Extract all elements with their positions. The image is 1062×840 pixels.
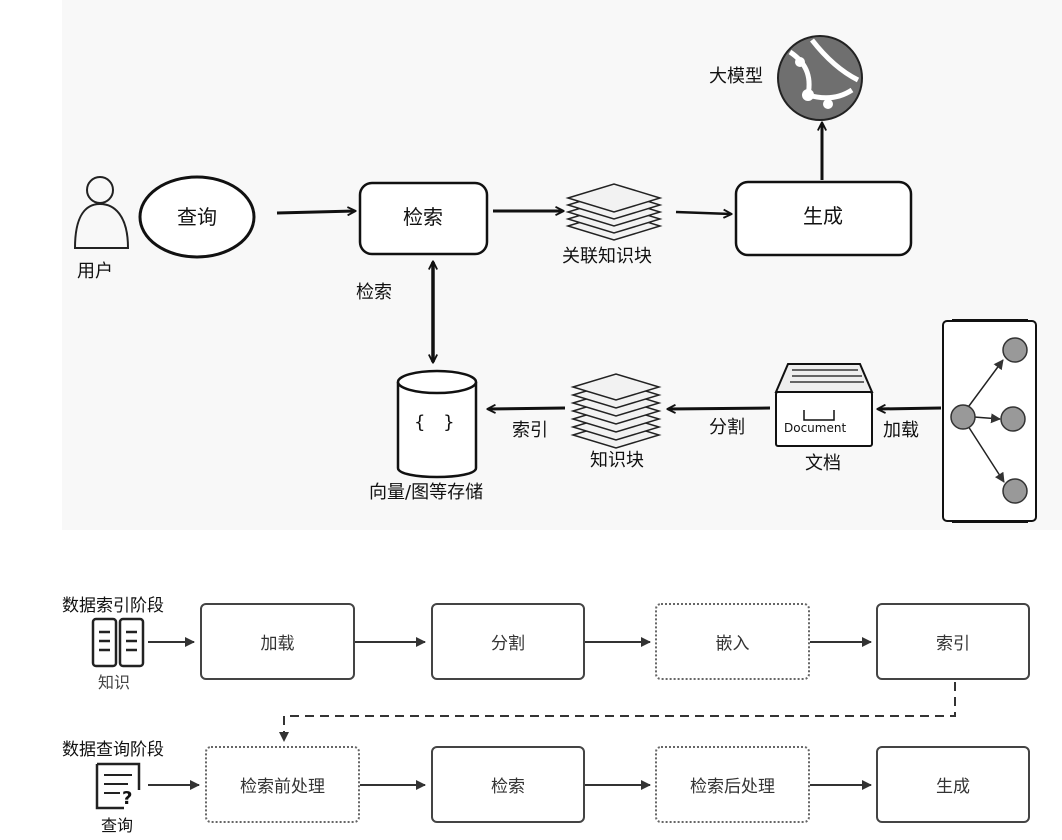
query-icon-label: 查询 bbox=[101, 816, 134, 835]
step-retrieve-label: 检索 bbox=[491, 777, 525, 797]
generate-node-label: 生成 bbox=[803, 204, 843, 228]
step-split-label: 分割 bbox=[491, 634, 525, 654]
data-source-graph-icon bbox=[942, 319, 1037, 523]
step-embed-label: 嵌入 bbox=[715, 634, 750, 654]
document-drawer-icon bbox=[774, 363, 874, 447]
document-label: 文档 bbox=[805, 453, 841, 474]
arrow-source-to-document bbox=[878, 408, 942, 409]
query-phase-title: 数据查询阶段 bbox=[62, 740, 164, 760]
llm-label: 大模型 bbox=[709, 66, 763, 87]
step-split: 分割 bbox=[431, 603, 585, 680]
step-post-retrieval: 检索后处理 bbox=[655, 746, 810, 823]
retrieve-node-label: 检索 bbox=[403, 205, 443, 229]
query-node-label: 查询 bbox=[177, 205, 217, 229]
related-chunks-stack-icon bbox=[565, 183, 663, 241]
split-edge-label: 分割 bbox=[709, 417, 745, 438]
step-generate-label: 生成 bbox=[936, 777, 970, 797]
question-mark-icon: ? bbox=[122, 788, 133, 809]
arrow-chunks-to-store bbox=[488, 408, 566, 409]
step-generate: 生成 bbox=[876, 746, 1030, 823]
step-embed: 嵌入 bbox=[655, 603, 810, 680]
step-pre-retrieval: 检索前处理 bbox=[205, 746, 360, 823]
step-post-retrieval-label: 检索后处理 bbox=[690, 777, 775, 797]
step-index: 索引 bbox=[876, 603, 1030, 680]
chunks-stack-icon bbox=[570, 373, 662, 449]
retrieve-node bbox=[358, 181, 489, 256]
step-pre-retrieval-label: 检索前处理 bbox=[240, 777, 325, 797]
step-load: 加载 bbox=[200, 603, 355, 680]
knowledge-icon-label: 知识 bbox=[98, 673, 131, 692]
query-document-icon bbox=[95, 762, 141, 810]
chunks-label: 知识块 bbox=[590, 450, 644, 471]
step-index-label: 索引 bbox=[936, 634, 970, 654]
llm-globe-icon bbox=[777, 35, 863, 121]
indexing-phase-title: 数据索引阶段 bbox=[62, 596, 164, 616]
knowledge-book-icon bbox=[91, 617, 145, 668]
step-retrieve: 检索 bbox=[431, 746, 585, 823]
query-node bbox=[138, 175, 256, 259]
vector-store-cylinder-icon bbox=[396, 369, 478, 479]
related-chunks-label: 关联知识块 bbox=[562, 246, 652, 267]
step-load-label: 加载 bbox=[260, 634, 295, 654]
index-edge-label: 索引 bbox=[512, 420, 548, 441]
dashed-connector-index-to-query bbox=[279, 682, 956, 742]
user-icon bbox=[73, 176, 130, 249]
store-label: 向量/图等存储 bbox=[369, 482, 484, 503]
top-diagram-panel bbox=[62, 0, 1062, 530]
user-label: 用户 bbox=[77, 261, 113, 282]
retrieve-edge-label: 检索 bbox=[356, 282, 392, 303]
generate-node bbox=[734, 180, 913, 257]
arrow-query-to-retrieve bbox=[276, 211, 355, 213]
document-tag: Document bbox=[784, 421, 847, 435]
arrow-chunks-to-generate bbox=[675, 212, 731, 214]
arrow-document-to-chunks bbox=[668, 408, 771, 409]
store-glyph: { } bbox=[414, 412, 461, 433]
load-edge-label: 加载 bbox=[883, 420, 919, 441]
